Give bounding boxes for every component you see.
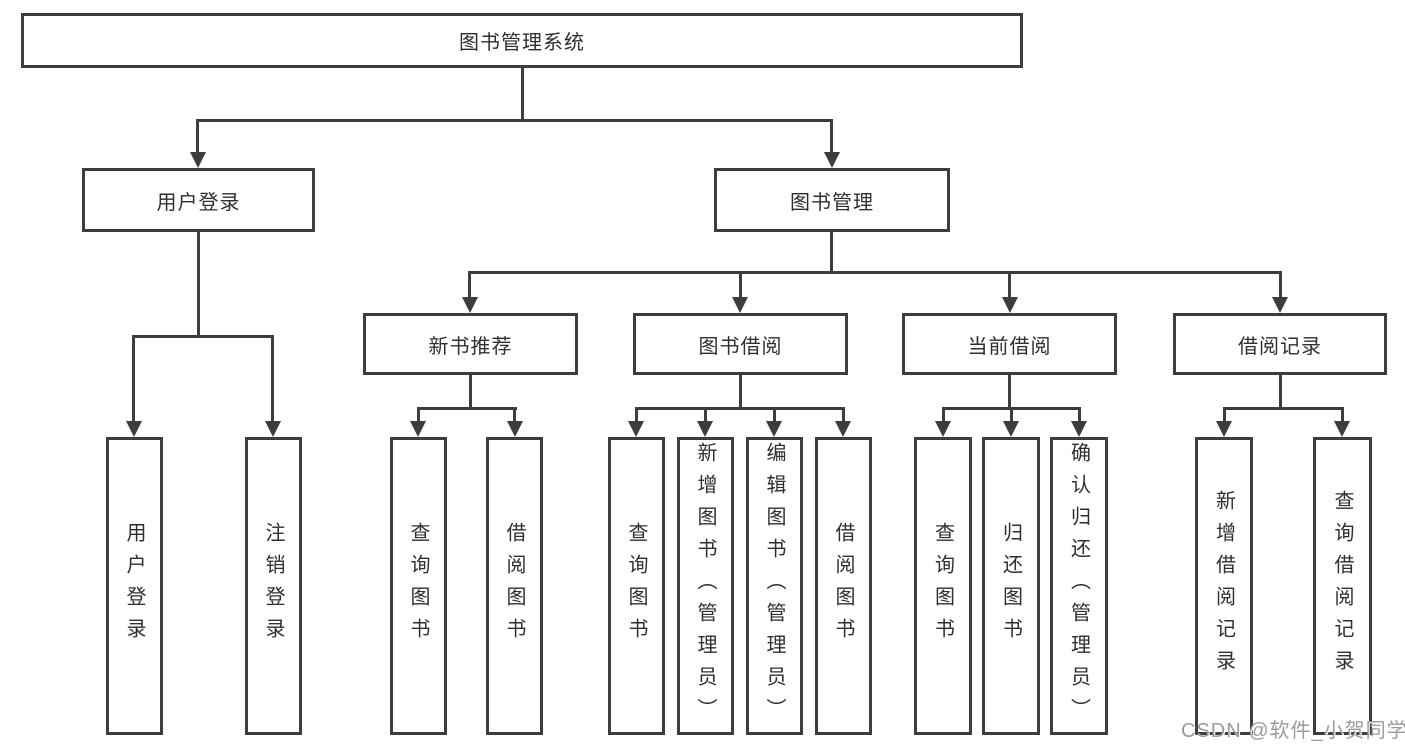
connector-vline bbox=[830, 232, 833, 274]
connector-vline bbox=[1279, 375, 1282, 409]
connector-vline bbox=[513, 407, 516, 423]
node-label: 用户登录 bbox=[156, 191, 241, 214]
node-label: 图书管理系统 bbox=[459, 32, 585, 54]
arrow-down-icon bbox=[126, 421, 142, 437]
leaf-label: 借阅图书 bbox=[832, 522, 854, 650]
connector-vline bbox=[1008, 271, 1011, 299]
arrow-down-icon bbox=[265, 421, 281, 437]
leaf-user-login: 用户登录 bbox=[106, 437, 163, 735]
leaf-query-books: 查询图书 bbox=[608, 437, 665, 735]
arrow-down-icon bbox=[1002, 297, 1018, 313]
connector-vline bbox=[842, 407, 845, 423]
arrow-down-icon bbox=[1334, 421, 1350, 437]
node-library-system: 图书管理系统 bbox=[21, 13, 1023, 68]
leaf-return-books: 归还图书 bbox=[982, 437, 1040, 735]
leaf-edit-book-admin: 编辑图书（管理员） bbox=[746, 437, 803, 735]
connector-vline bbox=[132, 335, 135, 423]
connector-hline bbox=[196, 119, 833, 122]
watermark: CSDN @软件_小贺同学 bbox=[1181, 720, 1405, 742]
node-label: 图书借阅 bbox=[698, 335, 783, 358]
leaf-borrow-books: 借阅图书 bbox=[486, 437, 543, 735]
connector-vline bbox=[1279, 271, 1282, 299]
leaf-label: 编辑图书（管理员） bbox=[763, 442, 785, 730]
arrow-down-icon bbox=[1272, 297, 1288, 313]
node-book-management: 图书管理 bbox=[714, 168, 950, 232]
arrow-down-icon bbox=[1216, 421, 1232, 437]
connector-vline bbox=[635, 407, 638, 423]
leaf-label: 确认归还（管理员） bbox=[1067, 442, 1090, 730]
leaf-confirm-return-admin: 确认归还（管理员） bbox=[1050, 437, 1108, 735]
leaf-borrow-books: 借阅图书 bbox=[815, 437, 872, 735]
node-label: 新书推荐 bbox=[428, 335, 513, 358]
leaf-label: 新增图书（管理员） bbox=[694, 442, 716, 730]
leaf-label: 归还图书 bbox=[999, 522, 1022, 650]
connector-vline bbox=[1008, 375, 1011, 409]
leaf-query-borrow-record: 查询借阅记录 bbox=[1313, 437, 1372, 735]
connector-vline bbox=[521, 68, 524, 121]
arrow-down-icon bbox=[507, 421, 523, 437]
connector-vline bbox=[468, 271, 471, 299]
leaf-query-books: 查询图书 bbox=[914, 437, 972, 735]
leaf-label: 查询图书 bbox=[407, 522, 429, 650]
node-current-borrowing: 当前借阅 bbox=[902, 313, 1117, 375]
connector-vline bbox=[704, 407, 707, 423]
node-label: 当前借阅 bbox=[967, 335, 1052, 358]
connector-vline bbox=[469, 375, 472, 409]
arrow-down-icon bbox=[766, 421, 782, 437]
arrow-down-icon bbox=[628, 421, 644, 437]
arrow-down-icon bbox=[935, 421, 951, 437]
connector-vline bbox=[1010, 407, 1013, 423]
arrow-down-icon bbox=[1003, 421, 1019, 437]
connector-vline bbox=[271, 335, 274, 423]
connector-hline bbox=[469, 271, 1282, 274]
leaf-logout: 注销登录 bbox=[245, 437, 302, 735]
connector-vline bbox=[739, 375, 742, 409]
connector-vline bbox=[1223, 407, 1226, 423]
node-label: 图书管理 bbox=[790, 191, 874, 214]
arrow-down-icon bbox=[1071, 421, 1087, 437]
connector-hline bbox=[417, 407, 517, 410]
leaf-label: 用户登录 bbox=[123, 522, 145, 650]
arrow-down-icon bbox=[462, 297, 478, 313]
node-label: 借阅记录 bbox=[1238, 335, 1322, 358]
connector-vline bbox=[830, 119, 833, 155]
leaf-add-book-admin: 新增图书（管理员） bbox=[677, 437, 734, 735]
connector-hline bbox=[635, 407, 845, 410]
leaf-label: 注销登录 bbox=[262, 522, 284, 650]
arrow-down-icon bbox=[824, 152, 840, 168]
node-new-book-recommendation: 新书推荐 bbox=[363, 313, 578, 375]
connector-hline bbox=[132, 335, 274, 338]
leaf-label: 查询图书 bbox=[625, 522, 647, 650]
arrow-down-icon bbox=[410, 421, 426, 437]
connector-vline bbox=[773, 407, 776, 423]
leaf-label: 借阅图书 bbox=[503, 522, 525, 650]
arrow-down-icon bbox=[835, 421, 851, 437]
leaf-query-books: 查询图书 bbox=[390, 437, 447, 735]
connector-vline bbox=[197, 232, 200, 337]
leaf-add-borrow-record: 新增借阅记录 bbox=[1195, 437, 1253, 735]
arrow-down-icon bbox=[697, 421, 713, 437]
connector-vline bbox=[942, 407, 945, 423]
leaf-label: 查询借阅记录 bbox=[1331, 490, 1353, 682]
connector-hline bbox=[1223, 407, 1344, 410]
node-book-borrowing: 图书借阅 bbox=[633, 313, 848, 375]
leaf-label: 新增借阅记录 bbox=[1212, 490, 1235, 682]
arrow-down-icon bbox=[190, 152, 206, 168]
arrow-down-icon bbox=[732, 297, 748, 313]
connector-vline bbox=[196, 119, 199, 155]
connector-vline bbox=[417, 407, 420, 423]
connector-vline bbox=[1078, 407, 1081, 423]
connector-vline bbox=[1341, 407, 1344, 423]
leaf-label: 查询图书 bbox=[931, 522, 954, 650]
node-user-login: 用户登录 bbox=[82, 168, 315, 232]
connector-vline bbox=[739, 271, 742, 299]
node-borrowing-records: 借阅记录 bbox=[1173, 313, 1387, 375]
